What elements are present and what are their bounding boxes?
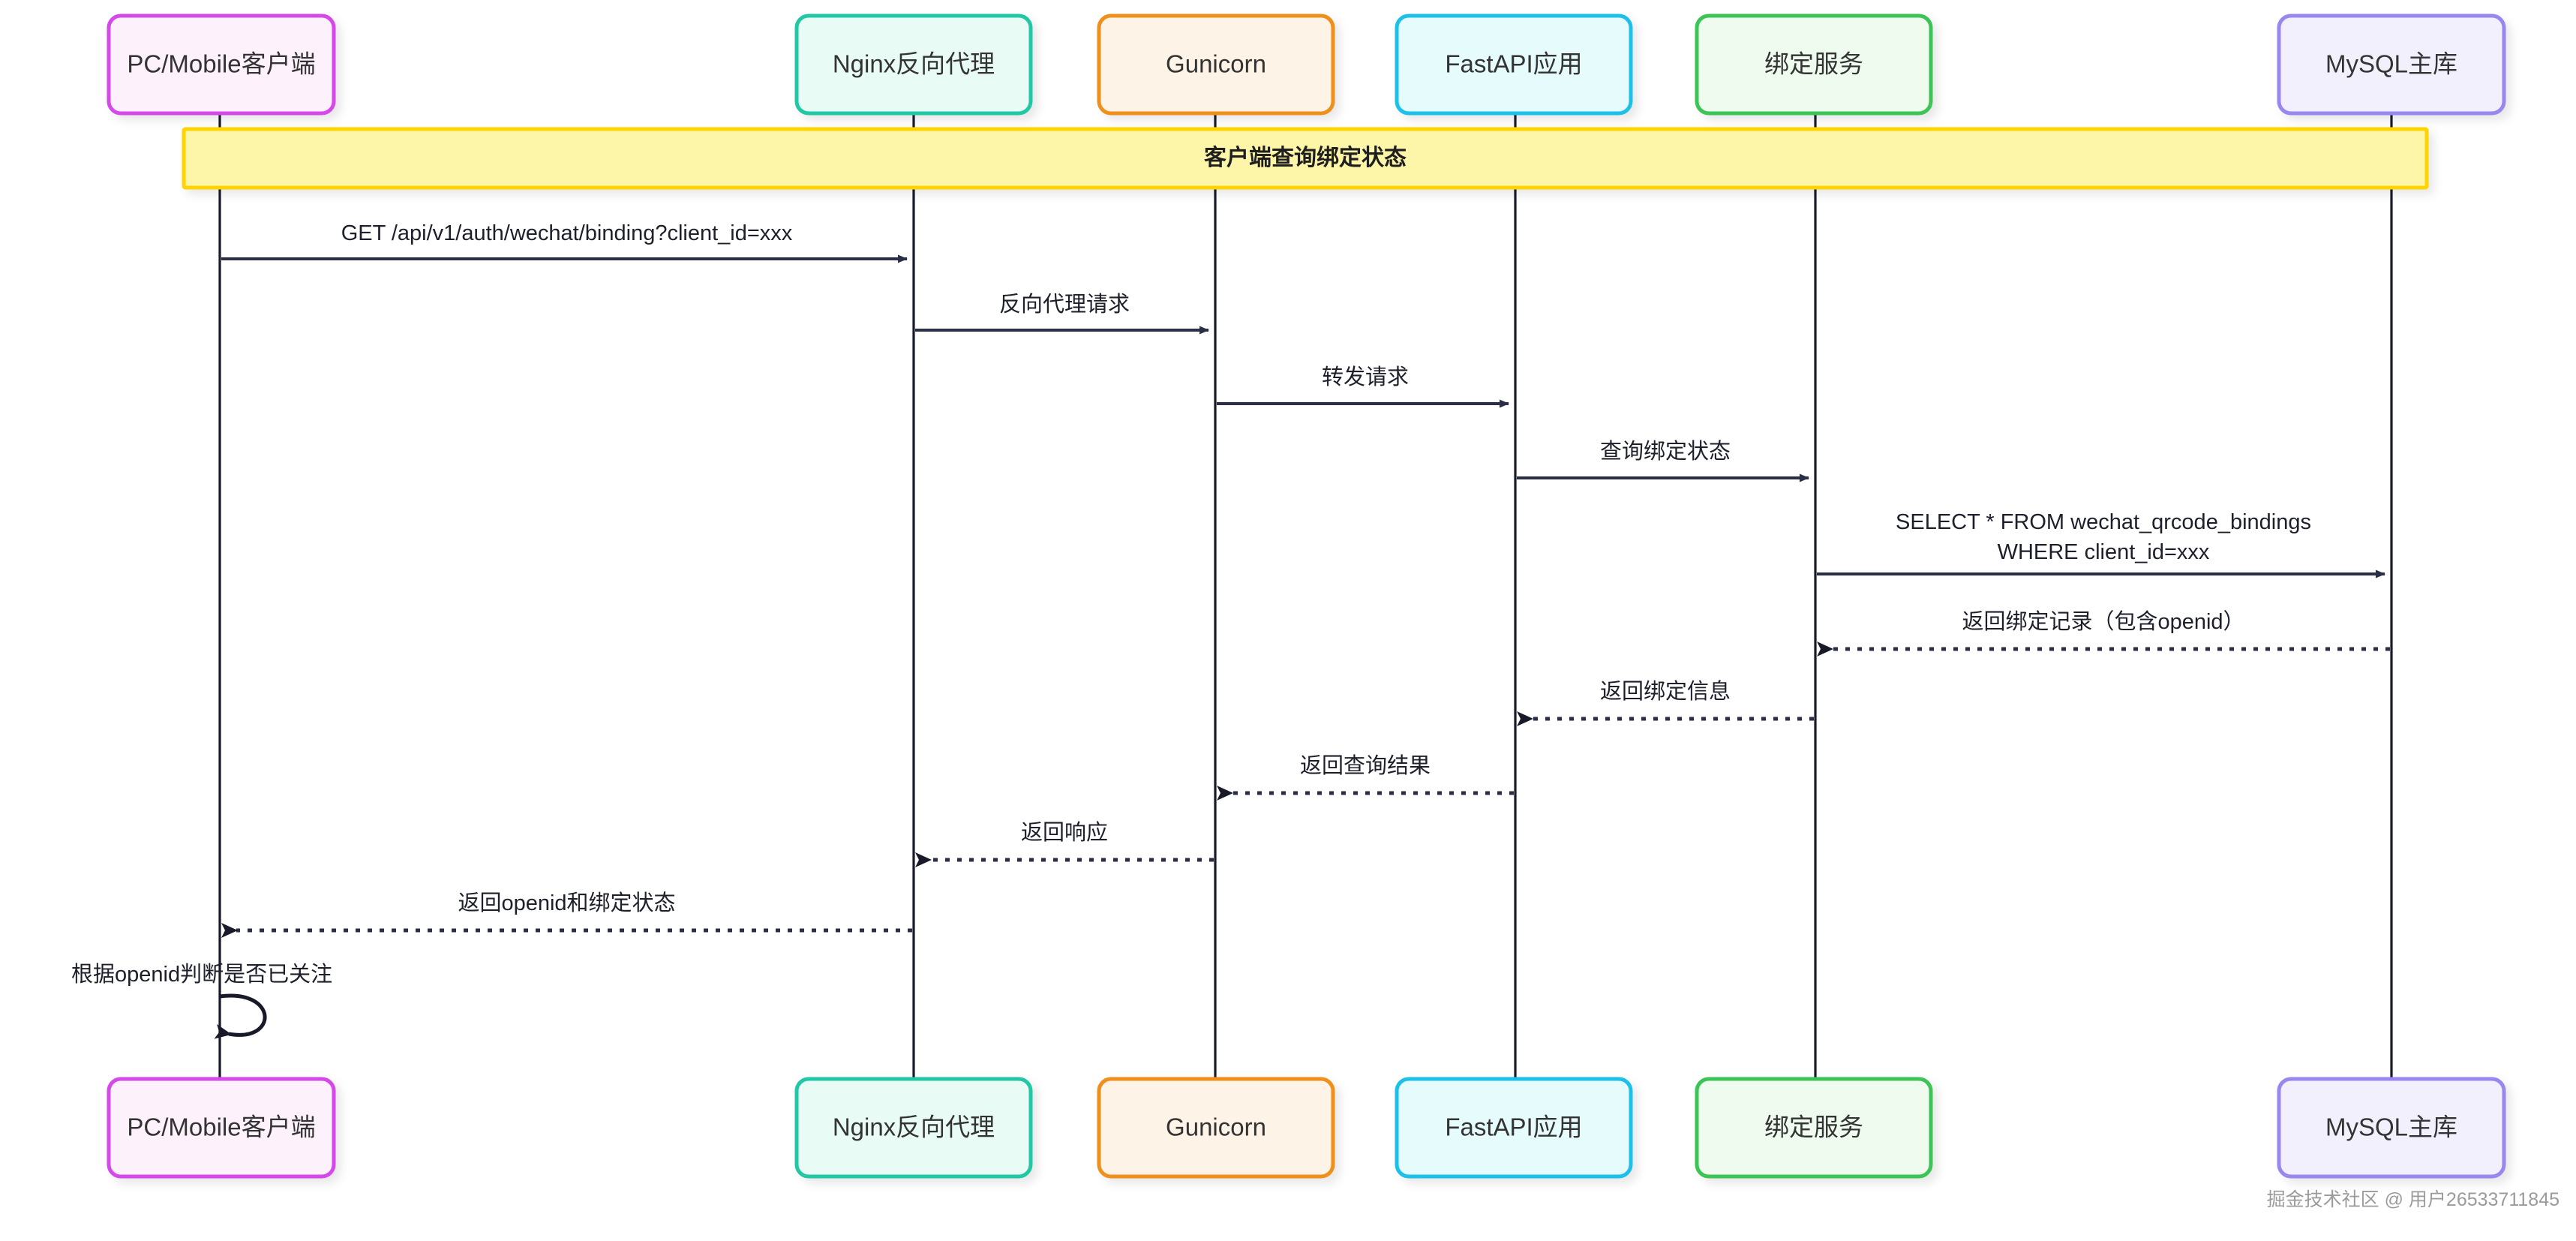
banner-group: 客户端查询绑定状态: [182, 127, 2429, 190]
message-label-7: 返回绑定信息: [1600, 679, 1731, 704]
bottom-actor-box-fastapi[interactable]: [1395, 1077, 1633, 1179]
actors-top-group: PC/Mobile客户端 Nginx反向代理 Gunicorn FastAPI应用 绑定…: [107, 14, 2506, 116]
top-actor-label-mysql: MySQL主库: [2325, 50, 2457, 78]
top-actor-box-mysql[interactable]: [2277, 14, 2506, 116]
top-actor-label-client: PC/Mobile客户端: [127, 50, 315, 78]
message-label-6: 返回绑定记录（包含openid）: [1962, 609, 2244, 634]
message-label-3: 转发请求: [1322, 365, 1409, 389]
lifelines-group: [218, 113, 2393, 1080]
bottom-actor-box-nginx[interactable]: [794, 1077, 1033, 1179]
top-actor-box-nginx[interactable]: [794, 14, 1033, 116]
message-label-8: 返回查询结果: [1300, 753, 1431, 778]
bottom-actor-label-client: PC/Mobile客户端: [127, 1113, 315, 1141]
watermark-group: 掘金技术社区 @ 用户26533711845: [2267, 1189, 2559, 1210]
bottom-actor-label-binding: 绑定服务: [1764, 1113, 1863, 1141]
top-actor-box-fastapi[interactable]: [1395, 14, 1633, 116]
top-actor-box-binding[interactable]: [1695, 14, 1933, 116]
bottom-actor-label-fastapi: FastAPI应用: [1445, 1113, 1582, 1141]
message-label-1: GET /api/v1/auth/wechat/binding?client_i…: [341, 221, 793, 245]
message-label-10: 返回openid和绑定状态: [458, 891, 675, 915]
watermark-text: 掘金技术社区 @ 用户26533711845: [2267, 1189, 2559, 1210]
self-message-loop: [214, 993, 267, 1039]
self-message-label: 根据openid判断是否已关注: [71, 962, 332, 987]
phase-banner: [182, 127, 2429, 190]
phase-banner-label: 客户端查询绑定状态: [1204, 145, 1407, 170]
bottom-actor-box-gunicorn[interactable]: [1097, 1077, 1335, 1179]
bottom-actor-label-mysql: MySQL主库: [2325, 1113, 2457, 1141]
top-actor-label-nginx: Nginx反向代理: [833, 50, 995, 78]
top-actor-box-gunicorn[interactable]: [1097, 14, 1335, 116]
bottom-actor-label-gunicorn: Gunicorn: [1166, 1113, 1266, 1141]
message-label-5: SELECT * FROM wechat_qrcode_bindings: [1896, 510, 2311, 534]
message-label-4: 查询绑定状态: [1600, 439, 1731, 464]
top-actor-label-gunicorn: Gunicorn: [1166, 50, 1266, 78]
top-actor-label-binding: 绑定服务: [1764, 50, 1863, 78]
message-label-9: 返回响应: [1021, 820, 1108, 845]
bottom-actor-label-nginx: Nginx反向代理: [833, 1113, 995, 1141]
bottom-actor-box-client[interactable]: [107, 1077, 336, 1179]
top-actor-box-client[interactable]: [107, 14, 336, 116]
messages-group: GET /api/v1/auth/wechat/binding?client_i…: [71, 221, 2390, 1039]
top-actor-label-fastapi: FastAPI应用: [1445, 50, 1582, 78]
message-label-2: 反向代理请求: [999, 292, 1130, 317]
bottom-actor-box-binding[interactable]: [1695, 1077, 1933, 1179]
bottom-actor-box-mysql[interactable]: [2277, 1077, 2506, 1179]
actors-bottom-group: PC/Mobile客户端 Nginx反向代理 Gunicorn FastAPI应用 绑定…: [107, 1077, 2506, 1179]
message-label-5-line2: WHERE client_id=xxx: [1998, 540, 2210, 564]
